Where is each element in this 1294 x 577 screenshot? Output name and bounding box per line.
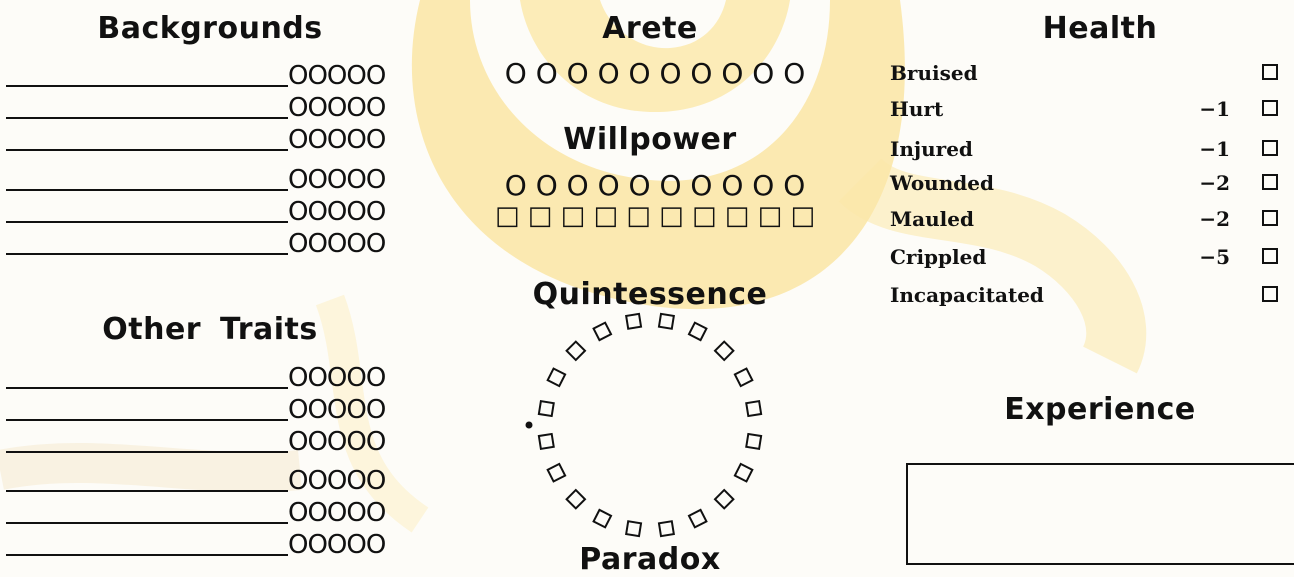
wheel-box[interactable] <box>745 400 763 418</box>
health-level-label: Injured <box>890 137 973 161</box>
other-trait-name-line[interactable] <box>6 387 288 389</box>
health-level-row[interactable]: Bruised <box>890 58 1290 88</box>
willpower-heading: Willpower <box>563 122 737 157</box>
wheel-box[interactable] <box>546 367 567 388</box>
background-dots[interactable]: OOOOO <box>288 197 386 227</box>
arete-circles[interactable]: O O O O O O O O O O <box>504 57 806 90</box>
health-level-label: Incapacitated <box>890 283 1044 307</box>
wheel-box[interactable] <box>745 432 763 450</box>
health-level-label: Mauled <box>890 207 974 231</box>
health-level-row[interactable]: Injured −1 <box>890 134 1290 164</box>
health-level-label: Bruised <box>890 61 978 85</box>
other-trait-row[interactable]: OOOOO <box>0 426 410 458</box>
wheel-box[interactable] <box>546 462 567 483</box>
other-trait-name-line[interactable] <box>6 554 288 556</box>
health-checkbox[interactable] <box>1262 100 1278 116</box>
wheel-box[interactable] <box>537 432 555 450</box>
health-level-row[interactable]: Hurt −1 <box>890 94 1290 124</box>
other-traits-heading: Other Traits <box>102 312 318 347</box>
health-heading: Health <box>1042 11 1158 46</box>
wheel-box[interactable] <box>565 340 587 362</box>
other-trait-row[interactable]: OOOOO <box>0 529 410 561</box>
wheel-box[interactable] <box>625 312 643 330</box>
wheel-box[interactable] <box>592 321 613 342</box>
background-row[interactable]: OOOOO <box>0 196 410 228</box>
other-trait-dots[interactable]: OOOOO <box>288 363 386 393</box>
background-name-line[interactable] <box>6 221 288 223</box>
other-trait-dots[interactable]: OOOOO <box>288 466 386 496</box>
health-level-penalty: −2 <box>1199 171 1230 195</box>
willpower-circles[interactable]: O O O O O O O O O O <box>504 169 806 202</box>
wheel-box[interactable] <box>592 508 613 529</box>
other-trait-dots[interactable]: OOOOO <box>288 498 386 528</box>
experience-heading: Experience <box>1004 392 1196 427</box>
wheel-box[interactable] <box>713 488 735 510</box>
health-level-penalty: −1 <box>1199 97 1230 121</box>
wheel-box[interactable] <box>687 508 708 529</box>
other-trait-row[interactable]: OOOOO <box>0 497 410 529</box>
health-level-penalty: −5 <box>1199 245 1230 269</box>
background-row[interactable]: OOOOO <box>0 164 410 196</box>
other-trait-row[interactable]: OOOOO <box>0 394 410 426</box>
wheel-box[interactable] <box>733 462 754 483</box>
wheel-start-marker <box>525 421 533 429</box>
background-row[interactable]: OOOOO <box>0 228 410 260</box>
health-level-penalty: −1 <box>1199 137 1230 161</box>
health-level-row[interactable]: Wounded −2 <box>890 168 1290 198</box>
background-dots[interactable]: OOOOO <box>288 61 386 91</box>
other-trait-name-line[interactable] <box>6 490 288 492</box>
health-level-row[interactable]: Incapacitated <box>890 280 1290 310</box>
background-dots[interactable]: OOOOO <box>288 229 386 259</box>
wheel-box[interactable] <box>537 400 555 418</box>
other-trait-name-line[interactable] <box>6 522 288 524</box>
health-checkbox[interactable] <box>1262 174 1278 190</box>
health-checkbox[interactable] <box>1262 210 1278 226</box>
background-row[interactable]: OOOOO <box>0 92 410 124</box>
other-trait-dots[interactable]: OOOOO <box>288 530 386 560</box>
background-name-line[interactable] <box>6 149 288 151</box>
background-row[interactable]: OOOOO <box>0 60 410 92</box>
health-checkbox[interactable] <box>1262 140 1278 156</box>
health-level-row[interactable]: Mauled −2 <box>890 204 1290 234</box>
quintessence-heading: Quintessence <box>532 277 768 312</box>
backgrounds-heading: Backgrounds <box>97 11 323 46</box>
other-trait-name-line[interactable] <box>6 451 288 453</box>
paradox-heading: Paradox <box>579 542 721 577</box>
other-trait-dots[interactable]: OOOOO <box>288 395 386 425</box>
health-checkbox[interactable] <box>1262 286 1278 302</box>
background-name-line[interactable] <box>6 117 288 119</box>
background-dots[interactable]: OOOOO <box>288 165 386 195</box>
wheel-box[interactable] <box>625 520 643 538</box>
wheel-box[interactable] <box>565 488 587 510</box>
health-level-penalty: −2 <box>1199 207 1230 231</box>
background-name-line[interactable] <box>6 189 288 191</box>
quintessence-paradox-wheel[interactable] <box>520 305 790 555</box>
background-dots[interactable]: OOOOO <box>288 125 386 155</box>
experience-field[interactable] <box>906 463 1294 565</box>
wheel-box[interactable] <box>657 312 675 330</box>
other-trait-row[interactable]: OOOOO <box>0 362 410 394</box>
arete-heading: Arete <box>602 11 698 46</box>
health-checkbox[interactable] <box>1262 248 1278 264</box>
willpower-boxes[interactable]: □ □ □ □ □ □ □ □ □ □ <box>494 201 816 231</box>
other-trait-row[interactable]: OOOOO <box>0 465 410 497</box>
wheel-box[interactable] <box>657 520 675 538</box>
health-level-label: Hurt <box>890 97 944 121</box>
background-dots[interactable]: OOOOO <box>288 93 386 123</box>
health-checkbox[interactable] <box>1262 64 1278 80</box>
other-trait-name-line[interactable] <box>6 419 288 421</box>
background-name-line[interactable] <box>6 85 288 87</box>
wheel-box[interactable] <box>713 340 735 362</box>
background-row[interactable]: OOOOO <box>0 124 410 156</box>
health-level-label: Wounded <box>890 171 994 195</box>
wheel-box[interactable] <box>733 367 754 388</box>
background-name-line[interactable] <box>6 253 288 255</box>
health-level-row[interactable]: Crippled −5 <box>890 242 1290 272</box>
health-level-label: Crippled <box>890 245 987 269</box>
wheel-box[interactable] <box>687 321 708 342</box>
other-trait-dots[interactable]: OOOOO <box>288 427 386 457</box>
